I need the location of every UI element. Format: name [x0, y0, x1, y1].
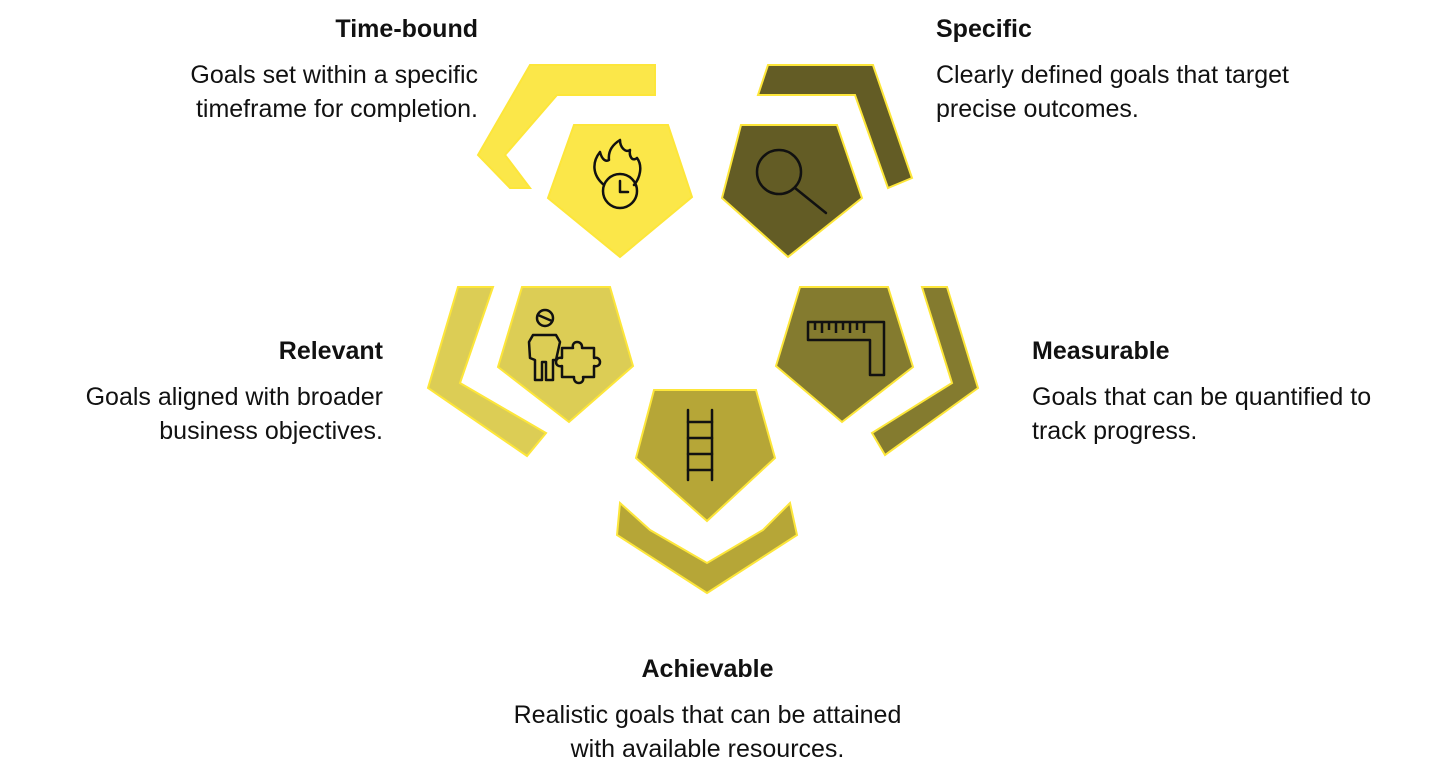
achievable-label: Achievable Realistic goals that can be a…: [430, 654, 985, 766]
specific-title: Specific: [936, 15, 1032, 43]
achievable-title: Achievable: [641, 655, 774, 683]
measurable-pentagon: [774, 286, 915, 424]
measurable-label: Measurable Goals that can be quantified …: [1032, 336, 1432, 448]
relevant-description: Goals aligned with broader business obje…: [85, 383, 383, 445]
timebound-chevron: [476, 64, 656, 189]
ladder-icon: [686, 408, 714, 482]
specific-description: Clearly defined goals that target precis…: [936, 61, 1289, 123]
measurable-chevron: [870, 286, 980, 457]
measurable-description: Goals that can be quantified to track pr…: [1032, 383, 1372, 445]
magnifier-icon: [755, 148, 828, 215]
achievable-chevron: [615, 500, 799, 595]
person-puzzle-icon: [527, 308, 602, 385]
achievable-description: Realistic goals that can be attained wit…: [513, 701, 902, 763]
relevant-chevron: [426, 286, 548, 458]
timebound-description: Goals set within a specific timeframe fo…: [190, 61, 478, 123]
specific-label: Specific Clearly defined goals that targ…: [936, 14, 1316, 126]
relevant-pentagon: [496, 286, 635, 424]
achievable-pentagon: [634, 389, 777, 523]
relevant-title: Relevant: [278, 337, 383, 365]
measurable-title: Measurable: [1032, 337, 1170, 365]
clock-fire-icon: [593, 138, 642, 210]
ruler-icon: [806, 320, 886, 377]
specific-chevron: [756, 64, 914, 190]
relevant-label: Relevant Goals aligned with broader busi…: [5, 336, 383, 448]
timebound-label: Time-bound Goals set within a specific t…: [80, 14, 478, 126]
timebound-title: Time-bound: [335, 15, 478, 43]
